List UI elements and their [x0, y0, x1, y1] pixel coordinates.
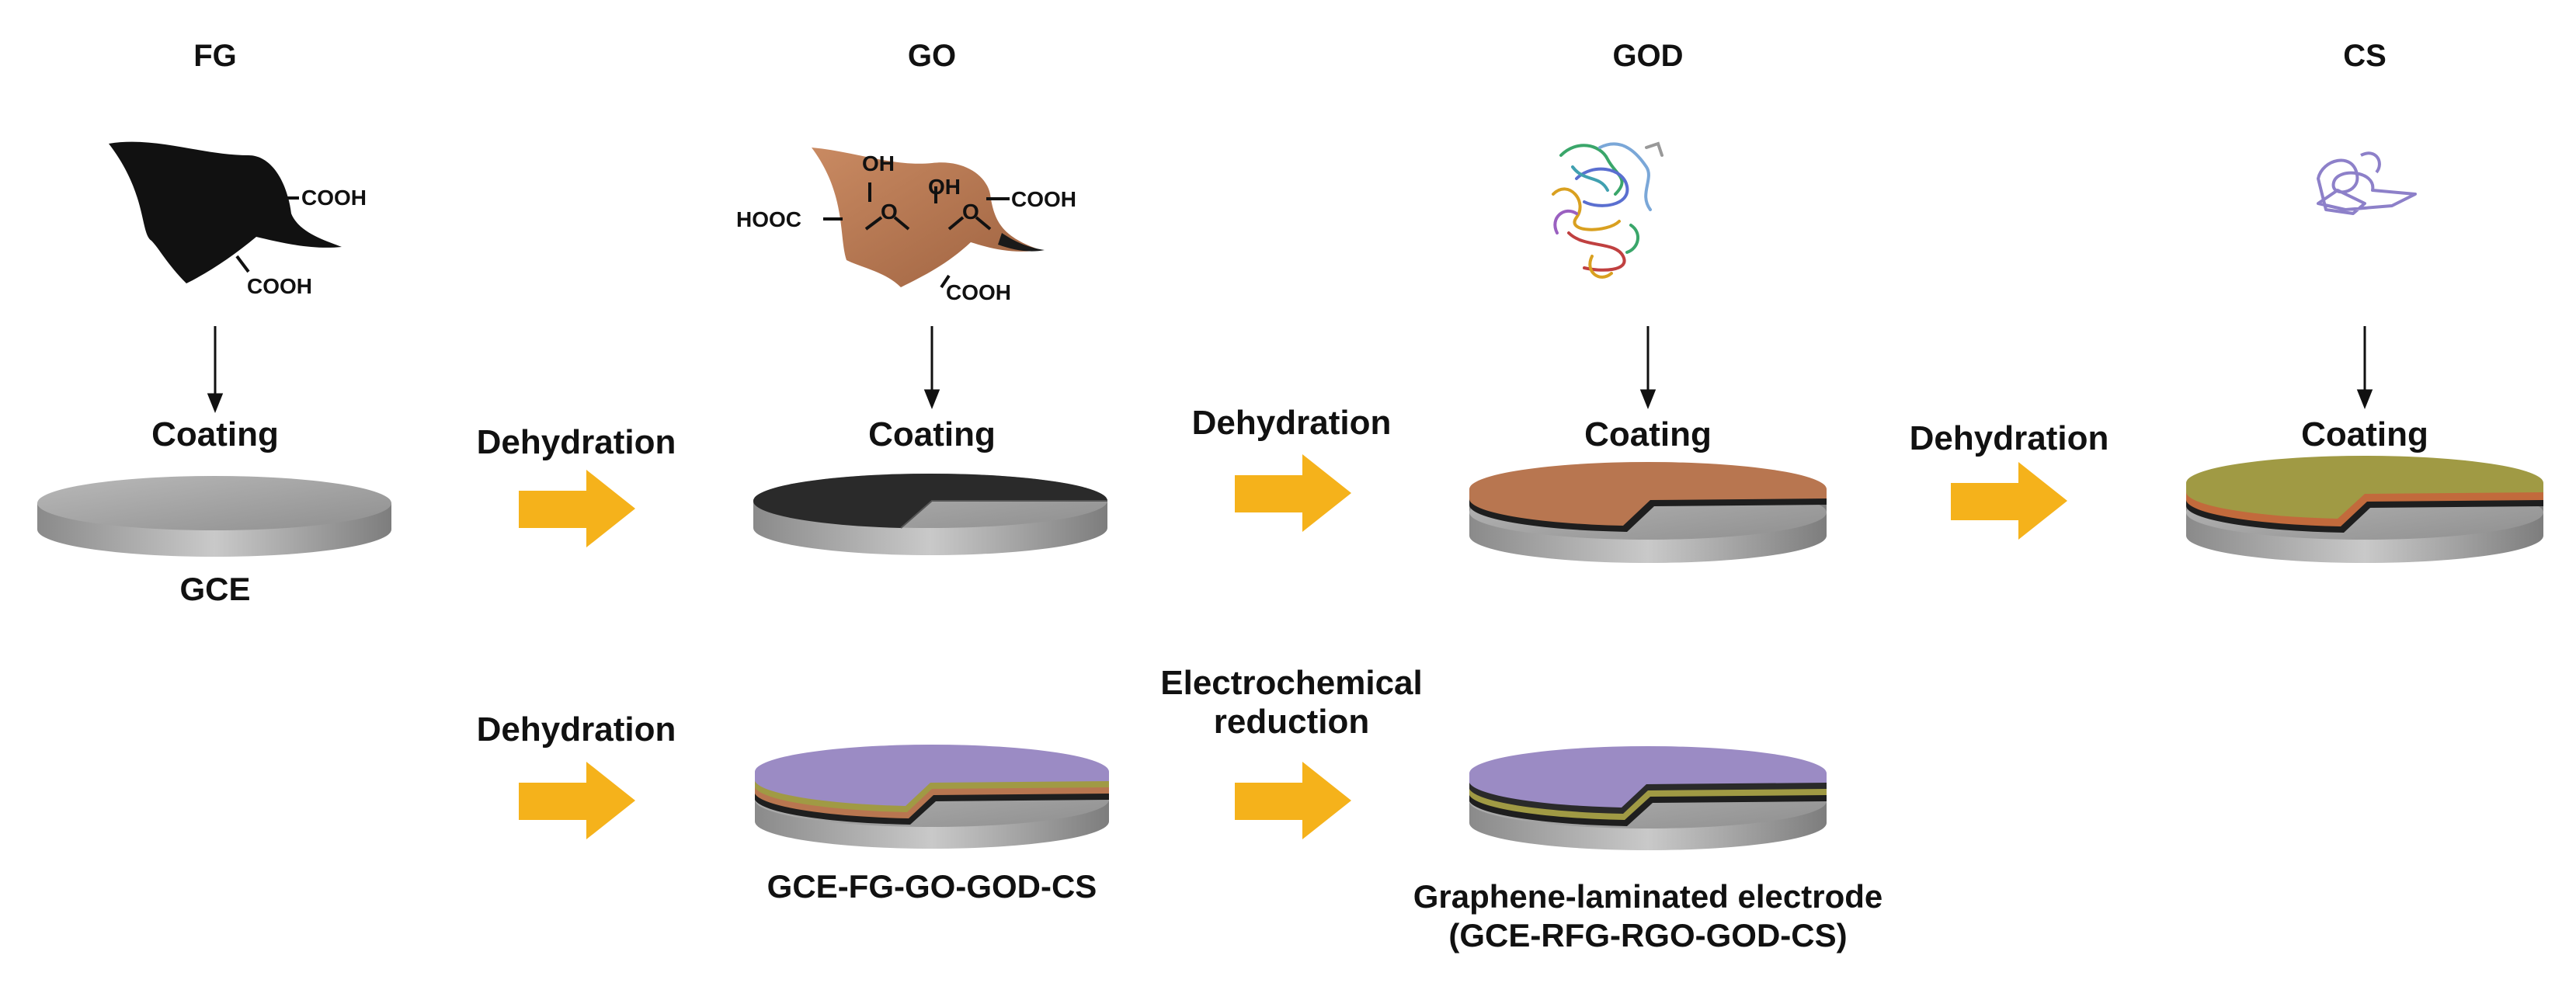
intermediate-electrode-label: GCE-FG-GO-GOD-CS	[767, 868, 1097, 905]
go-hooc-label: HOOC	[736, 207, 801, 231]
go-cooh-label-1: COOH	[1011, 187, 1076, 211]
final-electrode-abbrev: (GCE-RFG-RGO-GOD-CS)	[1448, 917, 1848, 953]
go-epoxy-o-label-2: O	[962, 200, 979, 224]
fg-cooh-label-1: COOH	[301, 186, 367, 210]
fg-sheet-icon	[109, 141, 342, 283]
go-epoxy-o-label-1: O	[881, 200, 898, 224]
go-oh-label-2: OH	[928, 175, 961, 199]
go-oh-label-1: OH	[862, 151, 895, 175]
dehydration-label-3: Dehydration	[1909, 419, 2109, 457]
god-protein-icon	[1552, 141, 1663, 279]
final-electrode-label: Graphene-laminated electrode (GCE-RFG-RG…	[1413, 877, 1883, 955]
dehydration-label-2: Dehydration	[1191, 404, 1392, 442]
gce-fg-go-god-cs-disk	[755, 745, 1109, 849]
gce-fg-go-god-disk	[2186, 456, 2543, 563]
gce-label: GCE	[179, 571, 251, 607]
add-arrow-go	[923, 326, 940, 410]
electrochemical-reduction-line2: reduction	[1213, 703, 1370, 741]
go-cooh-label-2: COOH	[946, 280, 1011, 304]
graphene-laminated-electrode-disk	[1469, 746, 1827, 850]
final-electrode-name: Graphene-laminated electrode	[1413, 878, 1883, 915]
dehydration-arrow-3	[1951, 462, 2067, 540]
dehydration-label-1: Dehydration	[476, 423, 676, 461]
coating-label-1: Coating	[151, 415, 279, 453]
cs-chain-icon	[2317, 151, 2417, 215]
electrochemical-reduction-line1: Electrochemical	[1160, 664, 1423, 702]
add-arrow-cs	[2356, 326, 2373, 410]
add-arrow-god	[1639, 326, 1656, 410]
electrochemical-reduction-label: Electrochemical reduction	[1160, 664, 1423, 742]
gce-disk	[37, 476, 391, 557]
cs-title: CS	[2343, 39, 2387, 73]
go-title: GO	[907, 39, 957, 73]
coating-label-3: Coating	[1584, 415, 1712, 453]
fg-title: FG	[193, 39, 237, 73]
go-sheet-icon	[812, 148, 1045, 289]
add-arrow-fg	[207, 326, 224, 414]
coating-label-4: Coating	[2301, 415, 2428, 453]
coating-label-2: Coating	[868, 415, 996, 453]
dehydration-label-4: Dehydration	[476, 710, 676, 749]
fg-cooh-label-2: COOH	[247, 274, 312, 298]
reduction-arrow	[1235, 762, 1351, 839]
dehydration-arrow-1	[519, 470, 635, 547]
god-title: GOD	[1612, 39, 1684, 73]
dehydration-arrow-2	[1235, 454, 1351, 532]
dehydration-arrow-4	[519, 762, 635, 839]
gce-fg-disk	[753, 474, 1107, 555]
gce-fg-go-disk	[1469, 462, 1827, 563]
